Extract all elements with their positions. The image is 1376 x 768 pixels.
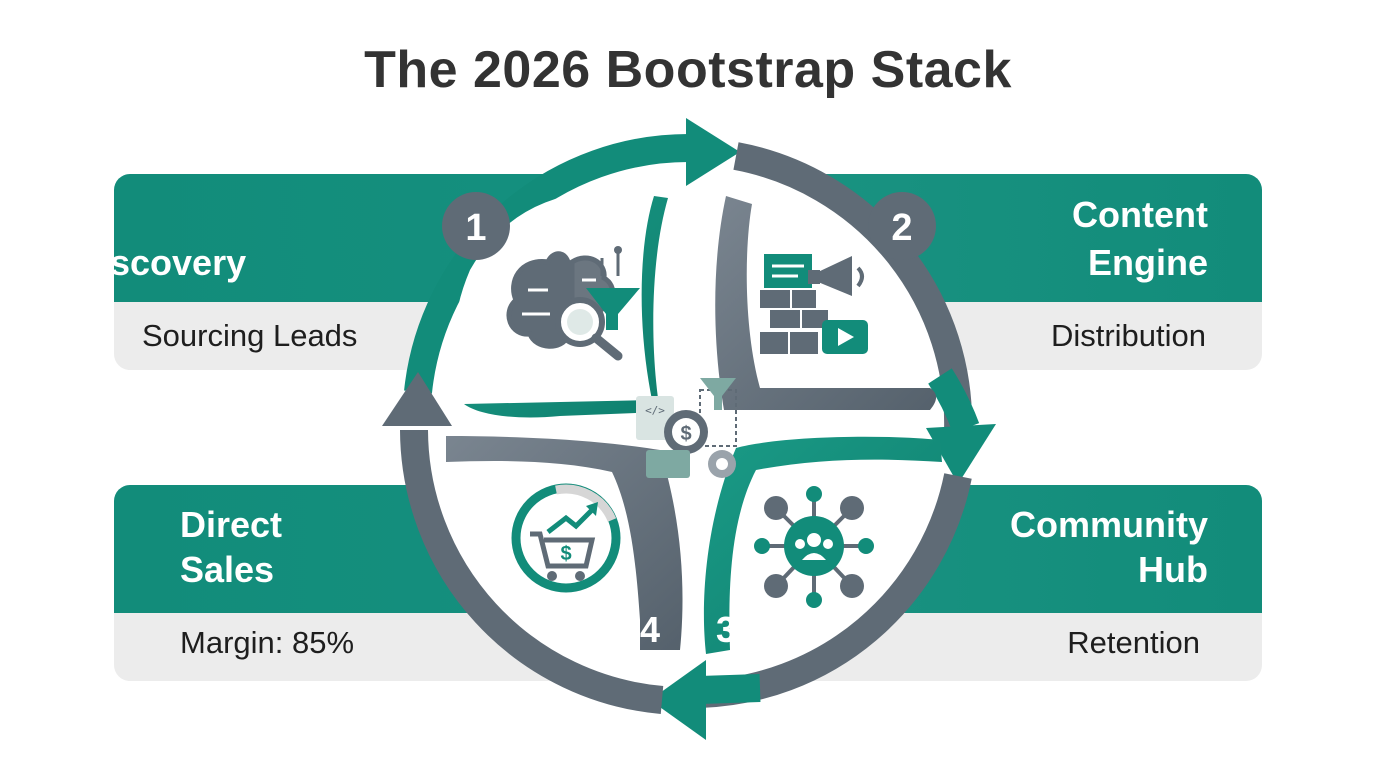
content-blocks-icon bbox=[760, 254, 828, 354]
number-1: 1 bbox=[465, 207, 486, 249]
content-engine-subtitle: Distribution bbox=[1050, 318, 1206, 353]
number-2: 2 bbox=[891, 207, 912, 249]
center-icon-cluster: </> $ bbox=[636, 378, 737, 478]
content-engine-title-line2: Engine bbox=[1087, 242, 1208, 283]
number-badge-1: 1 bbox=[442, 192, 510, 260]
page-title: The 2026 Bootstrap Stack bbox=[364, 41, 1012, 99]
funnel-icon bbox=[586, 246, 640, 330]
svg-text:$: $ bbox=[680, 423, 691, 445]
growth-arrow-icon bbox=[546, 502, 598, 534]
laptop-icon bbox=[646, 450, 690, 478]
number-3: 3 bbox=[716, 609, 736, 650]
direct-sales-title-line1: Direct bbox=[180, 504, 283, 545]
community-hub-title-line1: Community bbox=[1010, 504, 1208, 545]
community-hub-subtitle: Retention bbox=[1067, 625, 1200, 660]
megaphone-icon bbox=[808, 256, 864, 296]
ai-discovery-subtitle: Sourcing Leads bbox=[142, 318, 358, 353]
cart-icon bbox=[511, 483, 621, 593]
direct-sales-title-line2: Sales bbox=[180, 549, 275, 590]
svg-text:</>: </> bbox=[645, 404, 665, 417]
direct-sales-subtitle: Margin: 85% bbox=[180, 625, 355, 660]
community-network-icon bbox=[754, 486, 874, 608]
dollar-icon: $ bbox=[560, 543, 571, 565]
content-engine-title-line1: Content bbox=[1072, 194, 1208, 235]
community-hub-title-line2: Hub bbox=[1138, 549, 1208, 590]
funnel-small-icon bbox=[700, 378, 736, 410]
number-4: 4 bbox=[640, 609, 660, 650]
magnifier-icon bbox=[555, 297, 623, 361]
gear-icon bbox=[664, 410, 708, 454]
video-play-icon bbox=[822, 320, 868, 354]
ai-discovery-title: AI Discovery bbox=[28, 242, 247, 283]
number-badge-2: 2 bbox=[868, 192, 936, 260]
